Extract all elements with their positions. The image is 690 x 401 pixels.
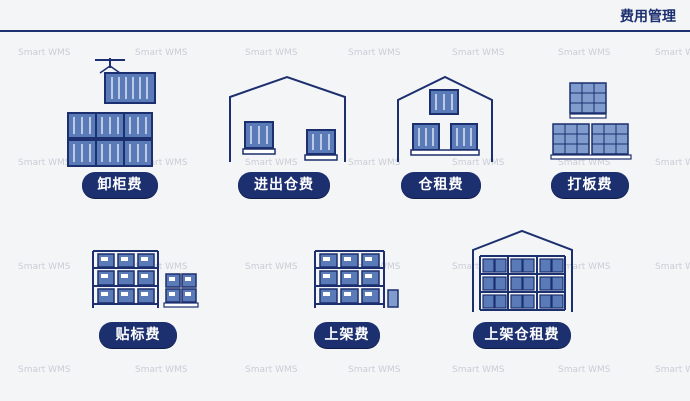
fee-label-storage: 仓租费 [401, 172, 481, 198]
watermark-text: Smart WMS [18, 262, 71, 272]
watermark-text: Smart WMS [655, 48, 690, 58]
watermark-text: Smart WMS [245, 48, 298, 58]
watermark-text: Smart WMS [452, 158, 505, 168]
header-divider [0, 30, 690, 32]
watermark-text: Smart WMS [655, 158, 690, 168]
header-bar: 费用管理 [0, 0, 690, 34]
watermark-text: Smart WMS [245, 158, 298, 168]
watermark-text: Smart WMS [135, 262, 188, 272]
labeling-icon [92, 250, 199, 308]
watermark-text: Smart WMS [348, 158, 401, 168]
watermark-text: Smart WMS [245, 365, 298, 375]
watermark-text: Smart WMS [18, 365, 71, 375]
shelving-icon [314, 250, 399, 308]
fee-item-in-out[interactable]: 进出仓费 [225, 72, 346, 198]
fee-label-shelf-storage: 上架仓租费 [473, 322, 571, 348]
watermark-text: Smart WMS [558, 262, 611, 272]
watermark-text: Smart WMS [18, 48, 71, 58]
watermark-text: Smart WMS [452, 48, 505, 58]
palletizing-icon [550, 82, 632, 160]
watermark-text: Smart WMS [655, 262, 690, 272]
warehouse-storage-icon [397, 75, 493, 162]
watermark-text: Smart WMS [135, 48, 188, 58]
warehouse-in-out-icon [229, 75, 346, 162]
container-unload-icon [67, 58, 156, 167]
watermark-text: Smart WMS [558, 365, 611, 375]
watermark-text: Smart WMS [452, 365, 505, 375]
watermark-text: Smart WMS [245, 262, 298, 272]
fee-label-shelving: 上架费 [314, 322, 380, 348]
fee-item-pallet[interactable]: 打板费 [548, 80, 638, 198]
fee-item-unload[interactable]: 卸柜费 [60, 48, 160, 198]
page-title: 费用管理 [620, 9, 676, 25]
watermark-text: Smart WMS [558, 158, 611, 168]
watermark-text: Smart WMS [18, 158, 71, 168]
shelf-storage-icon [472, 229, 573, 312]
fee-item-label[interactable]: 贴标费 [90, 248, 200, 348]
watermark-text: Smart WMS [655, 365, 690, 375]
fee-label-pallet: 打板费 [551, 172, 629, 198]
watermark-text: Smart WMS [558, 48, 611, 58]
watermark-text: Smart WMS [135, 365, 188, 375]
watermark-text: Smart WMS [348, 365, 401, 375]
watermark-text: Smart WMS [348, 48, 401, 58]
fee-item-shelving[interactable]: 上架费 [312, 248, 402, 348]
fee-item-storage[interactable]: 仓租费 [395, 72, 500, 198]
fee-label-unload: 卸柜费 [82, 172, 158, 198]
watermark-text: Smart WMS [135, 158, 188, 168]
fee-item-shelf-storage[interactable]: 上架仓租费 [470, 228, 575, 350]
watermark-text: Smart WMS [452, 262, 505, 272]
fee-label-labeling: 贴标费 [99, 322, 177, 348]
fee-label-in-out: 进出仓费 [238, 172, 330, 198]
